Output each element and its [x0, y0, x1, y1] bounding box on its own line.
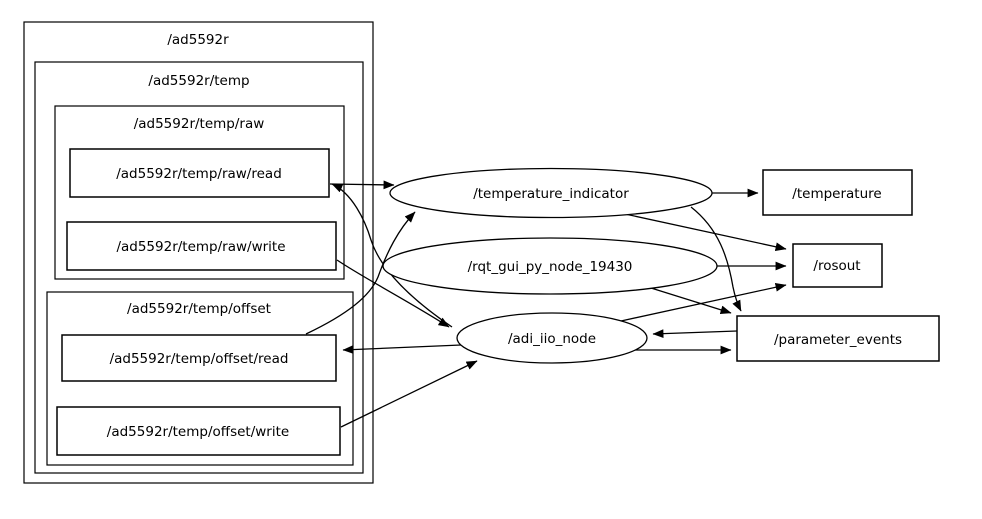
node-ellipse[interactable]	[382, 237, 718, 295]
node-ellipse[interactable]	[456, 312, 648, 364]
namespace-box-temp	[34, 61, 364, 474]
topic-label: /ad5592r/temp/offset/write	[107, 424, 289, 440]
edge-raw-write-to-adi-iio-node	[336, 259, 450, 328]
topic-label: /rosout	[813, 258, 860, 274]
topic-box[interactable]	[66, 221, 337, 271]
node-label: /temperature_indicator	[473, 186, 629, 202]
namespace-label: /ad5592r/temp	[148, 73, 249, 89]
topic-box[interactable]	[792, 243, 883, 288]
topic-label: /ad5592r/temp/raw/read	[116, 166, 282, 182]
namespace-label: /ad5592r/temp/raw	[134, 116, 265, 132]
edge-raw-read-to-temperature-indicator	[329, 180, 395, 190]
topic-raw-read[interactable]: /ad5592r/temp/raw/read	[69, 148, 330, 198]
edges	[305, 180, 787, 428]
topic-temperature[interactable]: /temperature	[762, 169, 913, 216]
namespace-ad5592r: /ad5592r	[23, 21, 374, 484]
node-label: /rqt_gui_py_node_19430	[468, 259, 633, 275]
edge-parameter-events-to-adi-iio-node	[652, 329, 738, 339]
topic-box[interactable]	[61, 334, 337, 382]
namespace-box-ad5592r	[23, 21, 374, 484]
node-adi-iio-node[interactable]: /adi_iio_node	[456, 312, 648, 364]
edge-adi-iio-node-to-offset-read	[342, 344, 462, 354]
edge-temperature-indicator-to-parameter-events	[690, 206, 742, 312]
topic-label: /temperature	[792, 186, 881, 202]
topic-box[interactable]	[736, 315, 940, 362]
namespace-ad5592r-temp: /ad5592r/temp	[34, 61, 364, 474]
namespace-box-offset	[46, 291, 354, 466]
topic-raw-write[interactable]: /ad5592r/temp/raw/write	[66, 221, 337, 271]
edge-offset-read-to-temperature-indicator	[305, 211, 416, 335]
topic-box[interactable]	[69, 148, 330, 198]
topic-label: /ad5592r/temp/offset/read	[110, 351, 289, 367]
edge-temperature-indicator-to-rosout	[624, 213, 787, 252]
topic-offset-read[interactable]: /ad5592r/temp/offset/read	[61, 334, 337, 382]
namespace-temp-offset: /ad5592r/temp/offset	[46, 291, 354, 466]
node-label: /adi_iio_node	[508, 331, 596, 347]
namespace-label: /ad5592r/temp/offset	[127, 301, 271, 317]
edge-adi-iio-node-to-raw-read	[331, 183, 453, 328]
topic-label: /ad5592r/temp/raw/write	[116, 239, 285, 255]
node-temperature-indicator[interactable]: /temperature_indicator	[389, 167, 713, 219]
topic-box[interactable]	[56, 406, 341, 456]
topic-box[interactable]	[762, 169, 913, 216]
topic-offset-write[interactable]: /ad5592r/temp/offset/write	[56, 406, 341, 456]
topic-rosout[interactable]: /rosout	[792, 243, 883, 288]
namespace-label: /ad5592r	[167, 32, 229, 48]
edge-rqt-gui-to-parameter-events	[650, 287, 732, 315]
edge-adi-iio-node-to-rosout	[620, 282, 787, 322]
node-rqt-gui-py-node[interactable]: /rqt_gui_py_node_19430	[382, 237, 718, 295]
edge-offset-write-to-adi-iio-node	[340, 360, 478, 428]
topic-label: /parameter_events	[774, 332, 902, 348]
topic-parameter-events[interactable]: /parameter_events	[736, 315, 940, 362]
node-ellipse[interactable]	[389, 167, 713, 219]
